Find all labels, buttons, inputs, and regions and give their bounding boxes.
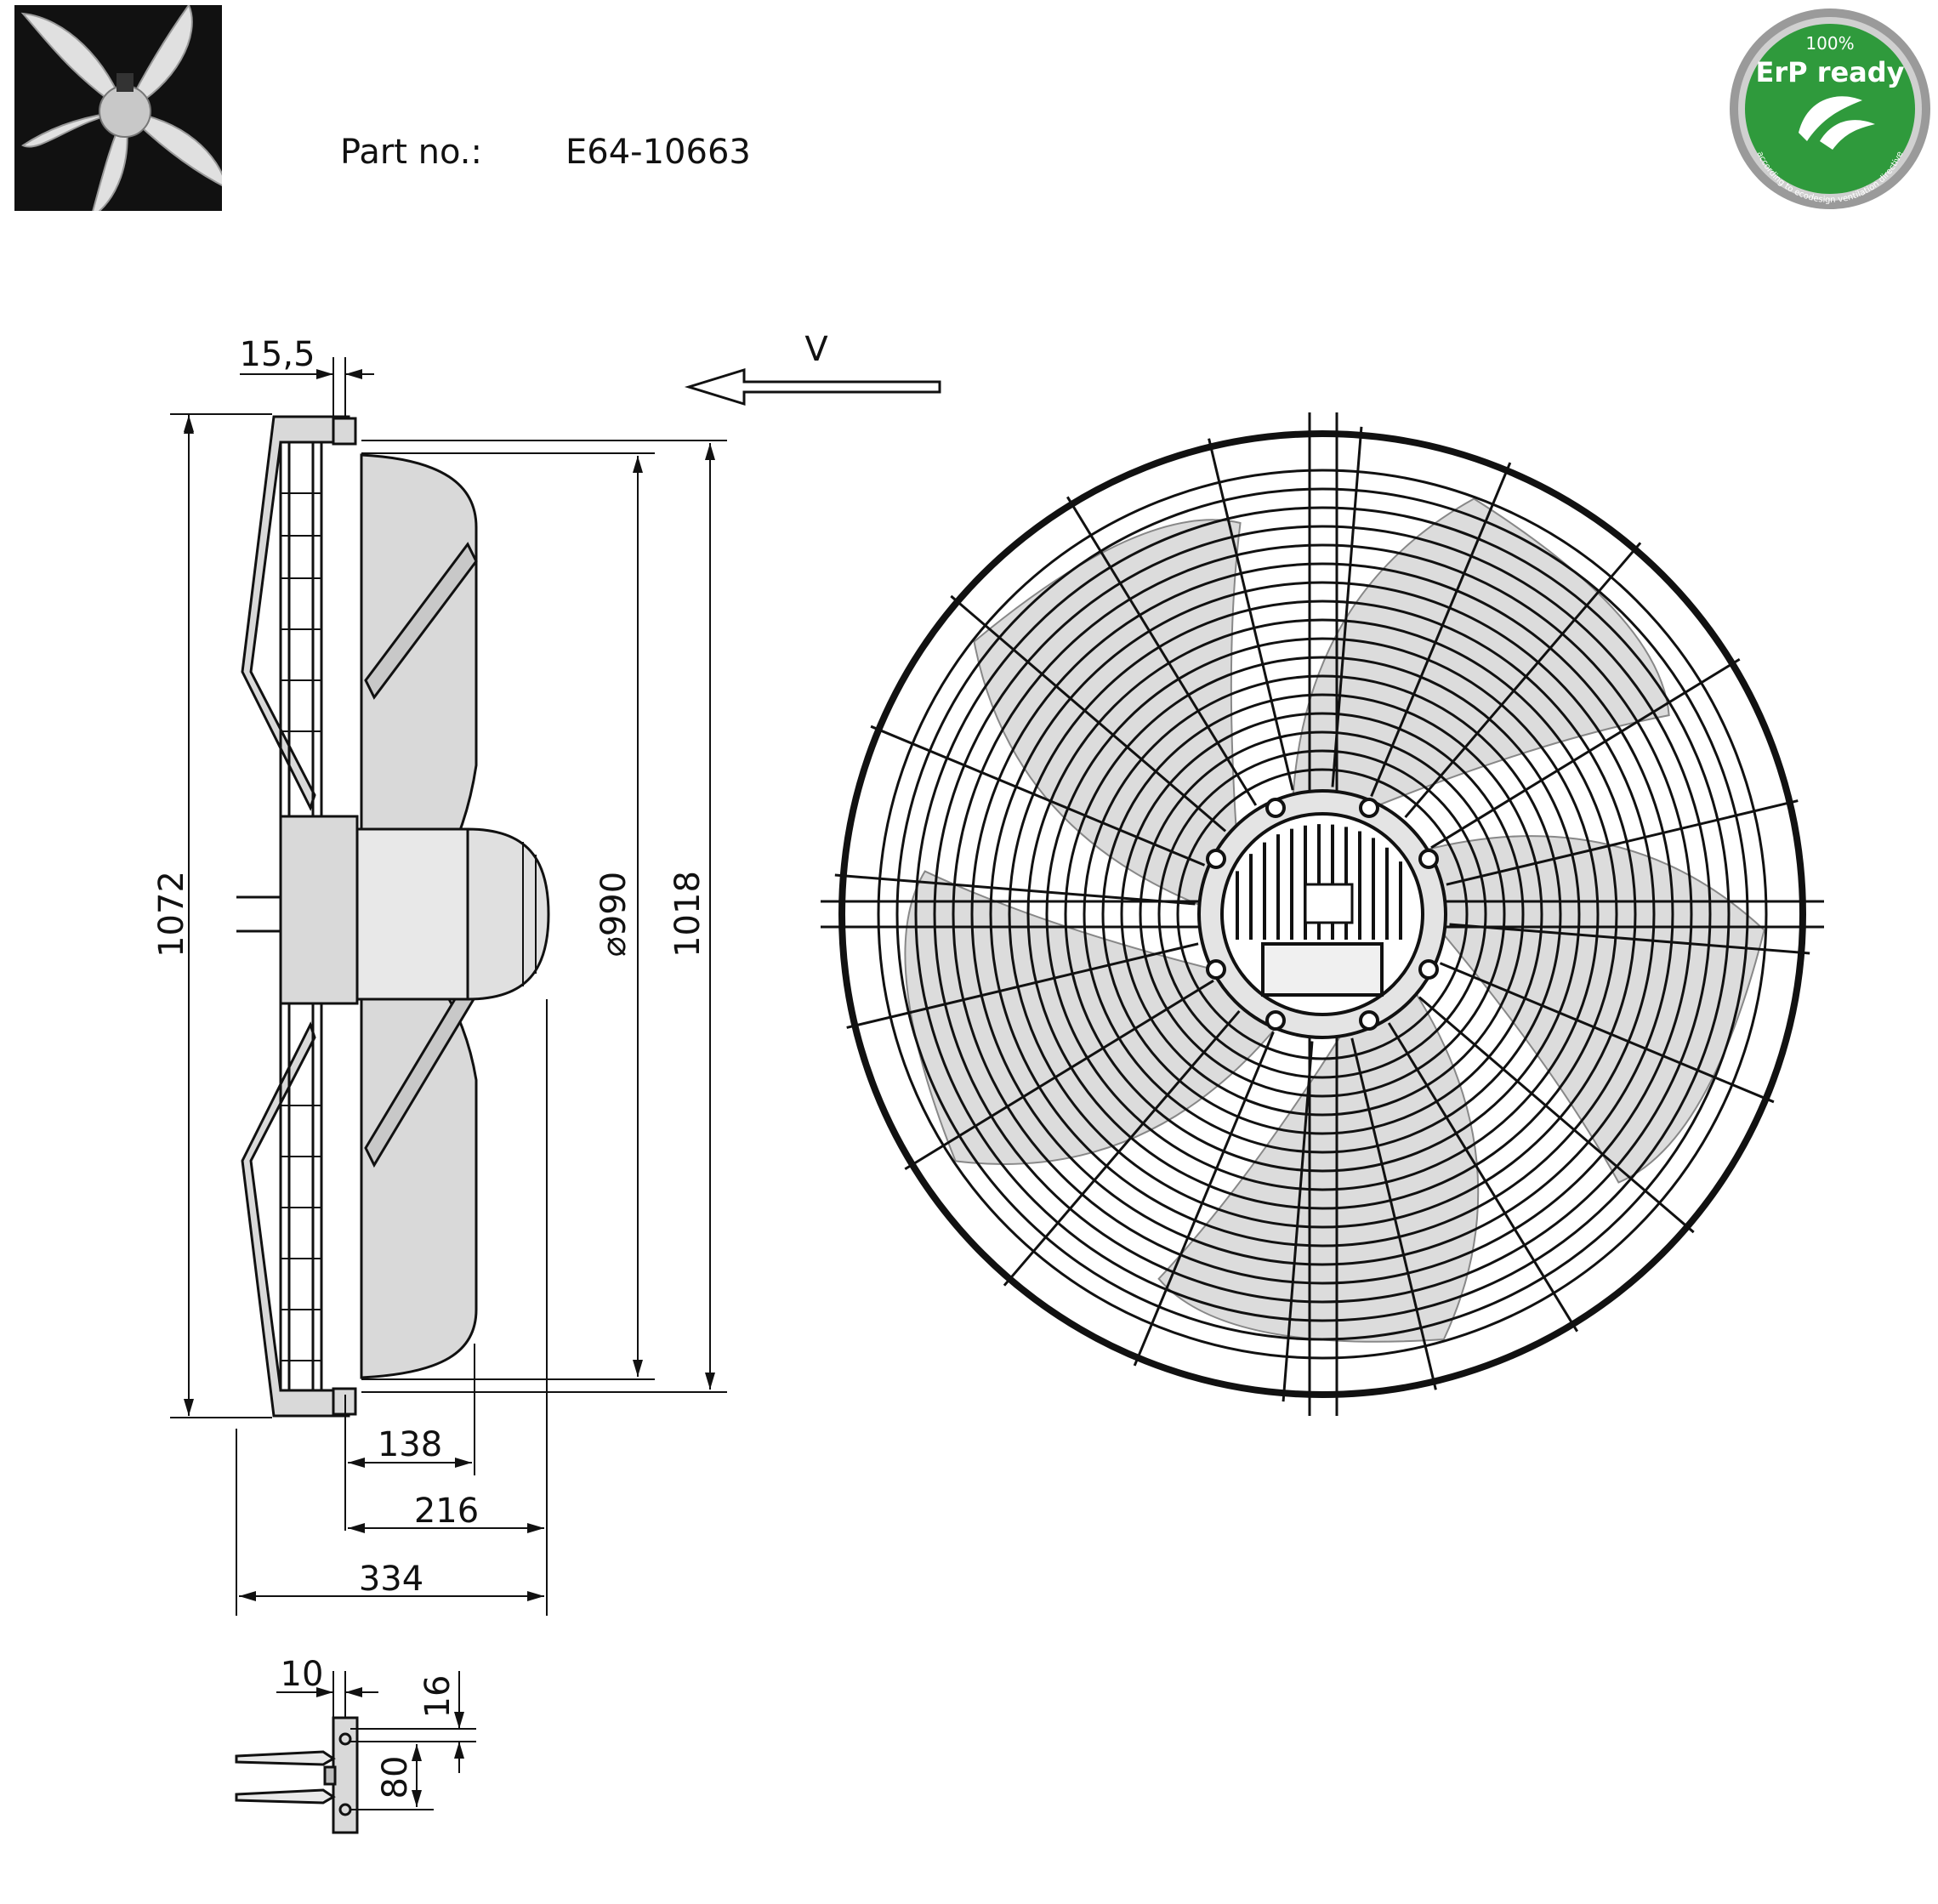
dim-foot-hole-spacing: 80 (376, 1756, 415, 1799)
guard-ring (1157, 749, 1487, 1079)
side-motor (355, 827, 469, 1001)
part-number-value: E64-10663 (565, 133, 751, 172)
side-guard-frame-lower (241, 1021, 350, 1418)
front-guard-outer-ring (838, 430, 1806, 1398)
guard-ring (989, 581, 1656, 1248)
erp-badge-seal-icon: 100% ErP ready according to ecodesign ve… (1730, 9, 1930, 209)
view-arrow (684, 367, 941, 406)
guard-ring (1101, 693, 1543, 1135)
dim-foot-thickness: 10 (281, 1655, 324, 1694)
guard-spoke (1449, 923, 1810, 955)
guard-spoke (1208, 438, 1294, 791)
guard-ring (970, 562, 1674, 1266)
guard-ring (1026, 618, 1618, 1210)
guard-spoke (1387, 1022, 1579, 1333)
side-guard-frame (241, 415, 350, 811)
guard-spoke (1446, 799, 1799, 886)
guard-ring (933, 525, 1712, 1304)
dim-depth-334: 334 (359, 1560, 423, 1599)
side-view-dimensions (170, 357, 727, 1616)
guard-ring (952, 543, 1693, 1285)
guard-spoke (870, 725, 1206, 867)
guard-spoke (1430, 657, 1741, 850)
guard-ring (1176, 768, 1469, 1060)
guard-spoke (1439, 962, 1775, 1104)
side-flange-top (332, 417, 357, 446)
guard-spoke (846, 942, 1199, 1029)
side-hub (279, 815, 359, 1005)
guard-ring (877, 469, 1768, 1360)
front-guard-spokes (834, 426, 1810, 1402)
front-view (821, 412, 1824, 1416)
dim-flange-thickness: 15,5 (239, 335, 315, 374)
product-thumbnail (14, 3, 229, 220)
front-terminal-box (1261, 942, 1384, 997)
guard-ring (1008, 600, 1637, 1229)
guard-spoke (1133, 1031, 1275, 1367)
guard-ring (1139, 730, 1506, 1098)
guard-spoke (1418, 996, 1695, 1234)
guard-spoke (1003, 1009, 1241, 1287)
dim-guard-height: 1018 (668, 871, 708, 958)
guard-ring (1045, 637, 1600, 1191)
mounting-foot-detail (235, 1671, 476, 1834)
guard-ring (1120, 712, 1525, 1117)
side-view (236, 415, 550, 1418)
guard-spoke (1404, 542, 1642, 819)
guard-spoke (1370, 462, 1512, 798)
impeller-blade (1422, 835, 1765, 1184)
guard-ring (1064, 656, 1581, 1173)
badge-top-text: 100% (1805, 33, 1854, 54)
dim-overall-height: 1072 (152, 871, 191, 958)
view-arrow-label: V (804, 330, 828, 369)
dim-depth-216: 216 (414, 1492, 479, 1531)
guard-ring (914, 506, 1731, 1322)
guard-ring (895, 487, 1749, 1341)
guard-ring (1083, 674, 1562, 1154)
dim-impeller-diameter: ⌀990 (594, 872, 634, 957)
fan-thumbnail-icon (14, 3, 229, 220)
leaf-icon (1799, 96, 1875, 150)
side-motor-cap (466, 827, 550, 1001)
front-label-plate (1304, 883, 1354, 924)
part-number-label: Part no.: (340, 133, 482, 172)
front-motor-fins (1236, 824, 1402, 940)
dim-foot-hole-offset: 16 (418, 1675, 458, 1719)
guard-spoke (1282, 1041, 1314, 1402)
erp-ready-badge: 100% ErP ready according to ecodesign ve… (1726, 5, 1934, 213)
guard-spoke (834, 873, 1196, 906)
guard-spoke (1350, 1037, 1437, 1390)
guard-spoke (904, 979, 1214, 1171)
front-guard-rings (877, 469, 1768, 1360)
dim-depth-138: 138 (378, 1425, 442, 1464)
front-hub-bolts (1206, 798, 1439, 1031)
guard-spoke (1066, 496, 1258, 806)
badge-main-text: ErP ready (1755, 56, 1904, 88)
guard-spoke (950, 594, 1227, 833)
